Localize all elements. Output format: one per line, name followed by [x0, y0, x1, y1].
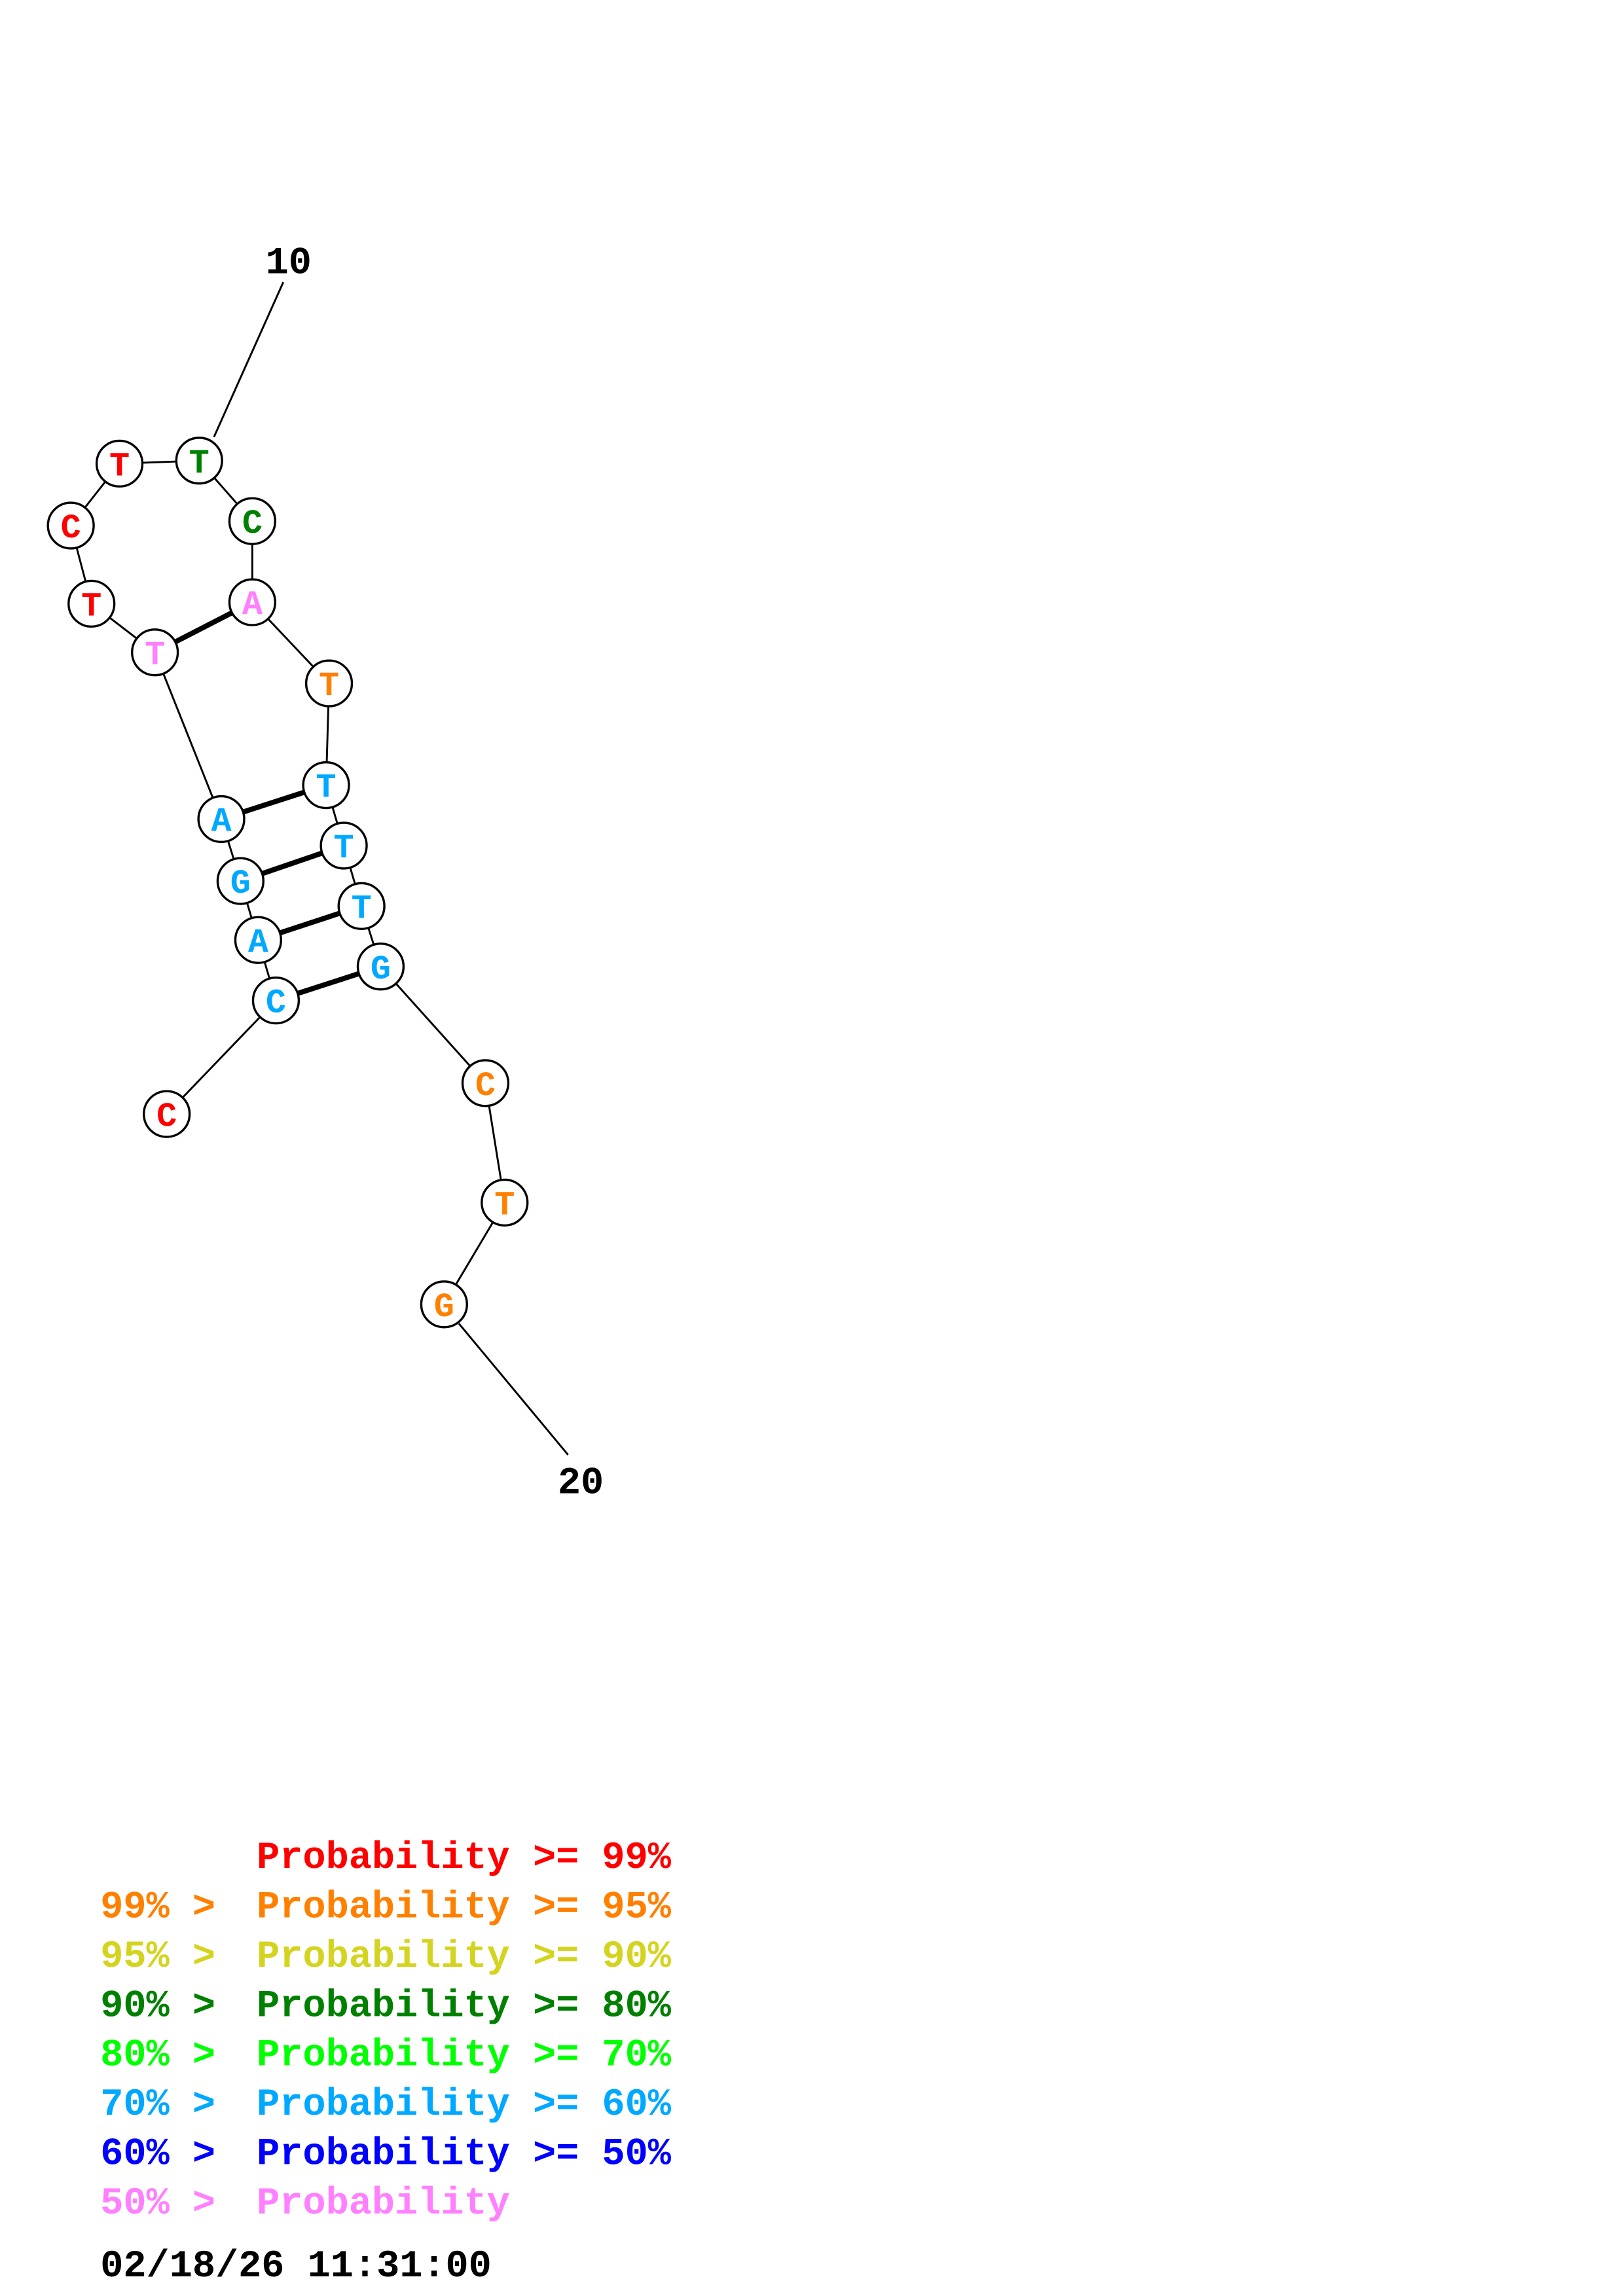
- nucleotide-18: C: [461, 1059, 510, 1107]
- position-label-20: 20: [558, 1461, 604, 1505]
- nucleotide-circle: [461, 1059, 510, 1107]
- nucleotide-circle: [143, 1090, 191, 1138]
- nucleotide-11: C: [228, 497, 276, 545]
- nucleotide-base: T: [316, 769, 336, 808]
- legend-text: Probability >= 60%: [257, 2083, 672, 2126]
- nucleotide-circle: [420, 1280, 468, 1329]
- legend-text: Probability: [257, 2181, 510, 2225]
- nucleotide-3: A: [234, 916, 283, 964]
- nucleotide-4: G: [216, 857, 264, 905]
- nucleotide-5: A: [197, 795, 246, 844]
- nucleotide-15: T: [319, 821, 368, 870]
- nucleotide-circle: [228, 578, 276, 626]
- nucleotide-19: T: [481, 1178, 529, 1227]
- backbone-segment: [166, 999, 277, 1115]
- backbone-lines: [69, 459, 506, 1305]
- nucleotide-circle: [228, 497, 276, 545]
- backbone-segment: [380, 965, 486, 1084]
- legend-prefix: 90% >: [100, 1984, 238, 2028]
- legend-text: Probability >= 99%: [257, 1836, 672, 1880]
- legend-text: Probability >= 90%: [257, 1935, 672, 1979]
- probability-legend: Probability >= 99% 99% > Probability >= 9…: [100, 1836, 671, 2225]
- nucleotide-17: G: [356, 942, 405, 991]
- nucleotide-13: T: [304, 659, 354, 708]
- nucleotide-base: T: [145, 636, 165, 675]
- nucleotide-8: C: [46, 501, 95, 550]
- nucleotide-base: A: [242, 586, 263, 624]
- nucleotide-circle: [175, 437, 223, 485]
- nucleotide-1: C: [143, 1090, 191, 1138]
- nucleotide-base: T: [494, 1186, 515, 1225]
- legend-entry: 90% > Probability >= 80%: [100, 1984, 671, 2028]
- nucleotide-circle: [197, 795, 246, 844]
- nucleotide-base: G: [371, 950, 391, 989]
- nucleotide-base: T: [319, 667, 339, 706]
- nucleotide-circle: [131, 628, 179, 677]
- nucleotide-base: T: [109, 447, 130, 486]
- nucleotide-20: G: [420, 1280, 468, 1329]
- legend-text: Probability >= 50%: [257, 2132, 672, 2176]
- nucleotide-base: C: [266, 984, 286, 1023]
- legend-entry: 50% > Probability: [100, 2181, 510, 2225]
- nucleotide-base: T: [189, 444, 210, 483]
- nucleotide-circle: [234, 916, 283, 964]
- label-20-leader: [458, 1323, 569, 1456]
- legend-prefix: 80% >: [100, 2034, 238, 2077]
- legend-prefix: 70% >: [100, 2083, 238, 2126]
- legend-entry: Probability >= 99%: [257, 1836, 672, 1880]
- nucleotide-circle: [46, 501, 95, 550]
- nucleotide-12: A: [228, 578, 276, 626]
- nucleotide-circle: [481, 1178, 529, 1227]
- nucleotide-base: G: [434, 1288, 454, 1327]
- nucleotide-circle: [319, 821, 368, 870]
- nucleotide-base: T: [334, 829, 354, 868]
- legend-prefix: 99% >: [100, 1885, 238, 1929]
- nucleotide-base: C: [61, 509, 81, 548]
- legend-prefix: 50% >: [100, 2181, 238, 2225]
- legend-prefix: 95% >: [100, 1935, 238, 1979]
- legend-text: Probability >= 80%: [257, 1984, 672, 2028]
- nucleotide-base: T: [352, 889, 372, 928]
- nucleotide-10: T: [175, 437, 223, 485]
- nucleotide-16: T: [337, 882, 386, 931]
- position-label-10: 10: [266, 242, 312, 285]
- nucleotide-base: C: [475, 1067, 496, 1105]
- nucleotide-circle: [304, 659, 354, 708]
- nucleotide-14: T: [302, 761, 350, 810]
- nucleotide-7: T: [67, 579, 116, 628]
- backbone-segment: [154, 652, 223, 819]
- nucleotide-circle: [251, 977, 301, 1025]
- legend-entry: 99% > Probability >= 95%: [100, 1885, 671, 1929]
- nucleotide-circle: [95, 439, 144, 488]
- nucleotide-circle: [337, 882, 386, 931]
- legend-text: Probability >= 95%: [257, 1885, 672, 1929]
- nucleotide-base: T: [81, 587, 101, 626]
- legend-entry: 95% > Probability >= 90%: [100, 1935, 671, 1979]
- legend-text: Probability >= 70%: [257, 2034, 672, 2077]
- timestamp: 02/18/26 11:31:00: [100, 2244, 492, 2288]
- nucleotide-base: A: [211, 802, 232, 841]
- legend-entry: 80% > Probability >= 70%: [100, 2034, 671, 2077]
- nucleotide-circle: [302, 761, 350, 810]
- nucleotide-circle: [67, 579, 116, 628]
- nucleotide-base: C: [156, 1098, 177, 1136]
- nucleotide-base: A: [248, 924, 269, 962]
- nucleotide-2: C: [251, 977, 301, 1025]
- nucleotide-base: C: [242, 505, 263, 543]
- nucleotide-circle: [216, 857, 264, 905]
- nucleotide-base: G: [230, 865, 251, 903]
- nucleotide-9: T: [95, 439, 144, 488]
- label-10-leader: [213, 281, 285, 438]
- legend-entry: 60% > Probability >= 50%: [100, 2132, 671, 2176]
- nucleotide-6: T: [131, 628, 179, 677]
- legend-entry: 70% > Probability >= 60%: [100, 2083, 671, 2126]
- nucleotide-circle: [356, 942, 405, 991]
- legend-prefix: 60% >: [100, 2132, 238, 2176]
